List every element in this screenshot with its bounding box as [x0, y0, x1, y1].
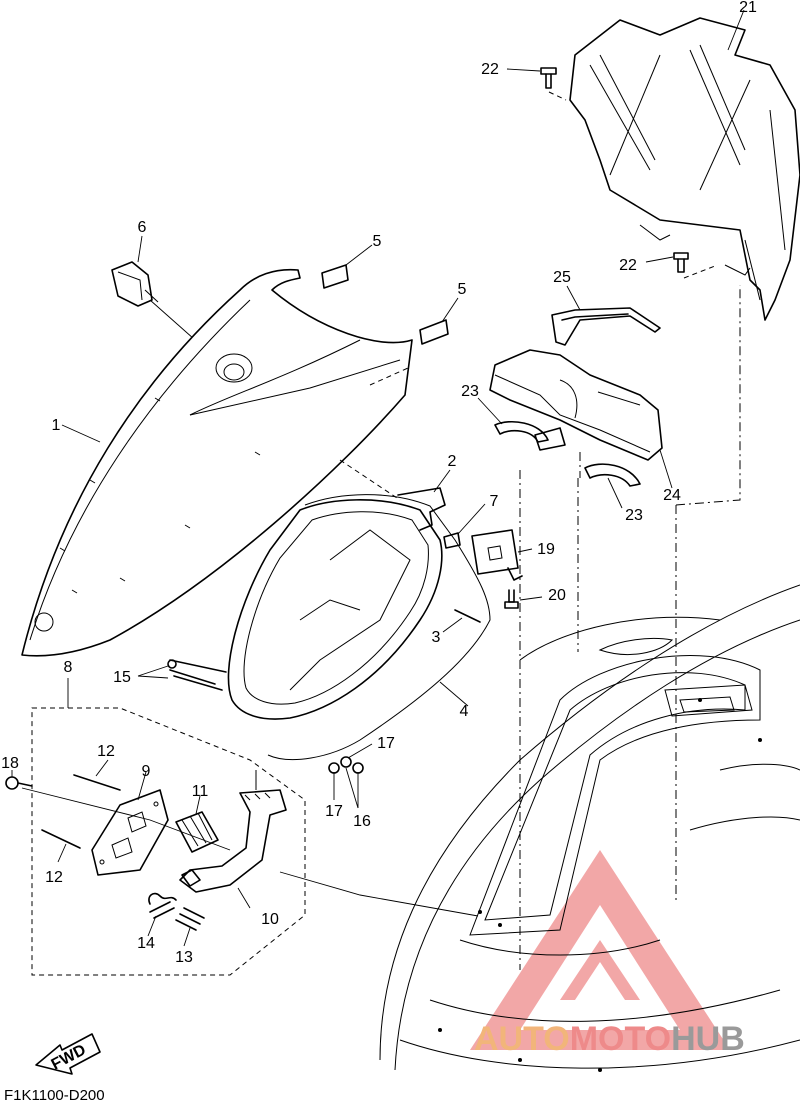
callout-17-b: 17 — [325, 803, 343, 820]
watermark-triangle-icon — [470, 850, 730, 1050]
part-7-bolt — [443, 503, 486, 549]
callout-10: 10 — [261, 911, 279, 928]
callout-9: 9 — [142, 763, 151, 780]
watermark-inner-mark-icon — [560, 940, 640, 1000]
part-17-16-nuts — [328, 743, 373, 809]
watermark-text: AUTOMOTOHUB — [474, 1020, 745, 1058]
callout-5-a: 5 — [373, 233, 382, 250]
leader-lines — [21, 285, 741, 970]
callout-11: 11 — [192, 783, 209, 800]
watermark-suffix: HUB — [671, 1020, 745, 1058]
part-13-spring — [175, 907, 205, 947]
part-21-liner — [569, 9, 800, 321]
callout-5-b: 5 — [458, 281, 467, 298]
callout-1: 1 — [52, 417, 61, 434]
part-19-latch — [471, 529, 533, 581]
part-2-bin — [227, 459, 451, 720]
part-23-clamp-b — [584, 463, 641, 509]
callout-12-bottom: 12 — [45, 869, 63, 886]
watermark-logo — [470, 850, 730, 1050]
callout-7: 7 — [490, 493, 499, 510]
callout-25: 25 — [553, 269, 571, 286]
callout-12-top: 12 — [97, 743, 115, 760]
part-25-strap — [551, 285, 661, 346]
callout-20: 20 — [548, 587, 566, 604]
part-24-case — [489, 349, 673, 489]
part-23-clamp-a — [477, 397, 549, 443]
part-1-hood — [21, 268, 413, 657]
watermark-middle: MOTO — [570, 1020, 671, 1058]
callout-23-a: 23 — [461, 383, 479, 400]
callout-15: 15 — [113, 669, 131, 686]
callout-19: 19 — [537, 541, 555, 558]
callout-labels: 21 22 22 6 5 5 25 1 23 24 23 2 7 19 20 3… — [1, 0, 757, 966]
part-18-screw — [5, 770, 33, 790]
diagram-code: F1K1100-D200 — [4, 1087, 105, 1102]
callout-18: 18 — [1, 755, 19, 772]
part-9-plate — [91, 771, 169, 876]
callout-8: 8 — [64, 659, 73, 676]
part-14-spring — [147, 892, 177, 937]
callout-16: 16 — [353, 813, 371, 830]
callout-4: 4 — [460, 703, 469, 720]
callout-21: 21 — [739, 0, 757, 16]
callout-17-a: 17 — [377, 735, 395, 752]
part-22-screw-mid — [645, 252, 716, 279]
watermark-prefix: AUTO — [474, 1020, 570, 1058]
fwd-arrow-icon: FWD — [35, 1033, 101, 1075]
callout-14: 14 — [137, 935, 155, 952]
callout-13: 13 — [175, 949, 193, 966]
callout-3: 3 — [432, 629, 441, 646]
callout-22-mid: 22 — [619, 257, 637, 274]
part-4-gasket — [267, 494, 491, 761]
part-22-screw-top — [506, 67, 567, 101]
hull-deck — [379, 584, 800, 1072]
callout-23-b: 23 — [625, 507, 643, 524]
part-23-bracket — [534, 427, 566, 451]
part-15-bolts — [137, 659, 227, 691]
part-10-lever — [179, 770, 287, 909]
callout-6: 6 — [138, 219, 147, 236]
part-5-pad-a — [321, 244, 373, 289]
part-6-switch — [111, 235, 239, 379]
part-12-pin-bottom — [41, 829, 81, 863]
part-5-pad-b — [419, 297, 459, 345]
part-12-pin-top — [73, 759, 121, 791]
part-3-pin — [442, 609, 481, 633]
callout-2: 2 — [448, 453, 457, 470]
callout-24: 24 — [663, 487, 681, 504]
callout-22-top: 22 — [481, 61, 499, 78]
part-20-screw — [504, 589, 543, 609]
part-8-assembly-box — [31, 678, 306, 976]
